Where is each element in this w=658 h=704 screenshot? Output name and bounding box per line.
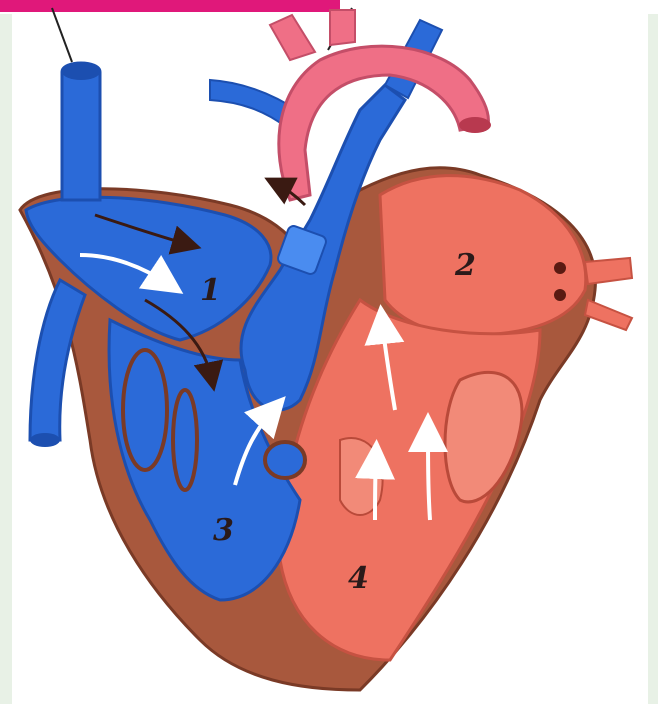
superior-vena-cava: [62, 63, 100, 200]
trabecula-1: [123, 350, 167, 470]
arrow-white: [375, 455, 376, 520]
papillary-red-1: [445, 372, 522, 502]
vein-opening-2: [554, 289, 566, 301]
label-chamber-3: 3: [213, 513, 234, 548]
arrow-white: [428, 428, 430, 520]
left-atrium-chamber: [380, 176, 586, 335]
trabecula-3: [265, 442, 305, 478]
banner-fragment: [0, 0, 340, 12]
trabecula-2: [173, 390, 197, 490]
vein-opening-1: [554, 262, 566, 274]
ivc-opening: [30, 433, 60, 447]
pointer-line-left: [52, 8, 72, 62]
aortic-branch-2: [330, 10, 355, 45]
svc-opening: [62, 64, 100, 80]
label-chamber-4: 4: [348, 561, 369, 596]
label-chamber-1: 1: [200, 273, 221, 308]
aorta-opening: [459, 117, 491, 133]
label-chamber-2: 2: [454, 248, 476, 283]
aortic-branch-1: [270, 15, 315, 60]
pulmonary-vein-1: [585, 258, 632, 284]
pulmonary-vein-2: [585, 300, 632, 330]
